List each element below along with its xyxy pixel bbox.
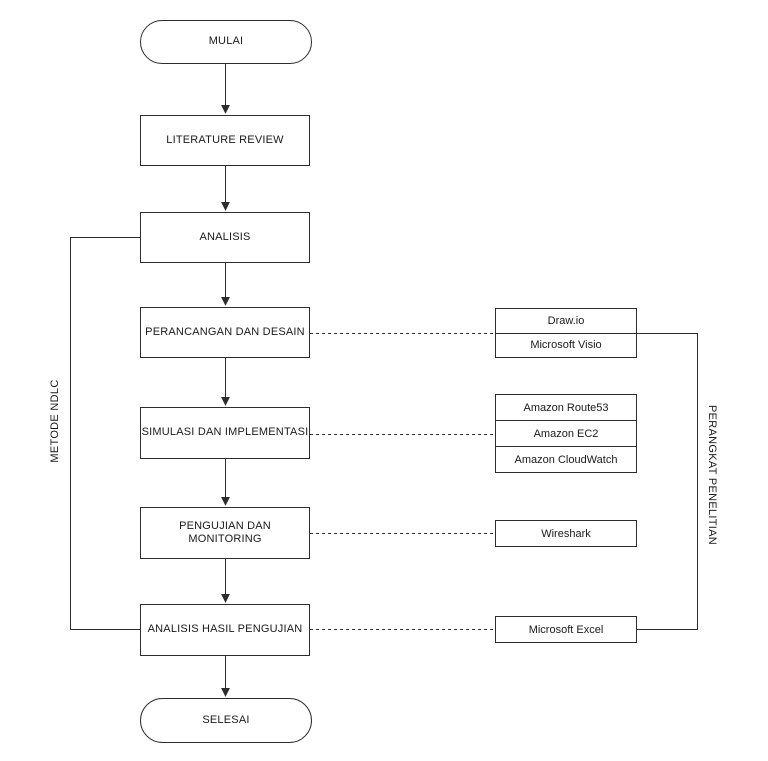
tool-item-amazon-ec2: Amazon EC2 <box>496 421 636 447</box>
tool-item-wireshark: Wireshark <box>496 521 636 546</box>
flow-node-label: SIMULASI DAN IMPLEMENTASI <box>141 426 309 439</box>
tool-item-microsoft-excel: Microsoft Excel <box>496 617 636 642</box>
tool-group-simulation: Amazon Route53 Amazon EC2 Amazon CloudWa… <box>495 394 637 473</box>
flow-node-label: ANALISIS <box>199 230 251 243</box>
tool-group-analysis: Microsoft Excel <box>495 616 637 643</box>
flow-node-literature-review: LITERATURE REVIEW <box>140 115 310 166</box>
flow-node-mulai: MULAI <box>140 20 312 64</box>
flow-node-label: SELESAI <box>202 713 250 726</box>
side-label-perangkat-penelitian: PERANGKAT PENELITIAN <box>706 404 718 546</box>
flow-node-label: LITERATURE REVIEW <box>166 133 284 146</box>
tool-item-amazon-route53: Amazon Route53 <box>496 395 636 421</box>
flow-node-analisis-hasil-pengujian: ANALISIS HASIL PENGUJIAN <box>140 604 310 656</box>
flow-node-label: MULAI <box>208 35 244 48</box>
flow-node-label: PENGUJIAN DAN MONITORING <box>179 519 271 545</box>
right-bracket-line <box>637 333 698 630</box>
left-bracket-line <box>70 237 140 630</box>
tool-item-amazon-cloudwatch: Amazon CloudWatch <box>496 447 636 472</box>
side-label-metode-ndlc: METODE NDLC <box>49 379 61 463</box>
tool-item-microsoft-visio: Microsoft Visio <box>496 333 636 357</box>
tool-item-drawio: Draw.io <box>496 309 636 334</box>
flow-node-perancangan-dan-desain: PERANCANGAN DAN DESAIN <box>140 307 310 358</box>
flow-node-pengujian-dan-monitoring: PENGUJIAN DAN MONITORING <box>140 507 310 559</box>
flow-node-simulasi-dan-implementasi: SIMULASI DAN IMPLEMENTASI <box>140 407 310 459</box>
tool-group-testing: Wireshark <box>495 520 637 547</box>
dashed-tool-connectors <box>310 333 495 630</box>
tool-group-design: Draw.io Microsoft Visio <box>495 308 637 358</box>
flow-node-analisis: ANALISIS <box>140 212 310 263</box>
flow-node-label: PERANCANGAN DAN DESAIN <box>145 325 305 338</box>
flow-node-selesai: SELESAI <box>140 698 312 743</box>
flow-node-label: ANALISIS HASIL PENGUJIAN <box>147 623 303 636</box>
